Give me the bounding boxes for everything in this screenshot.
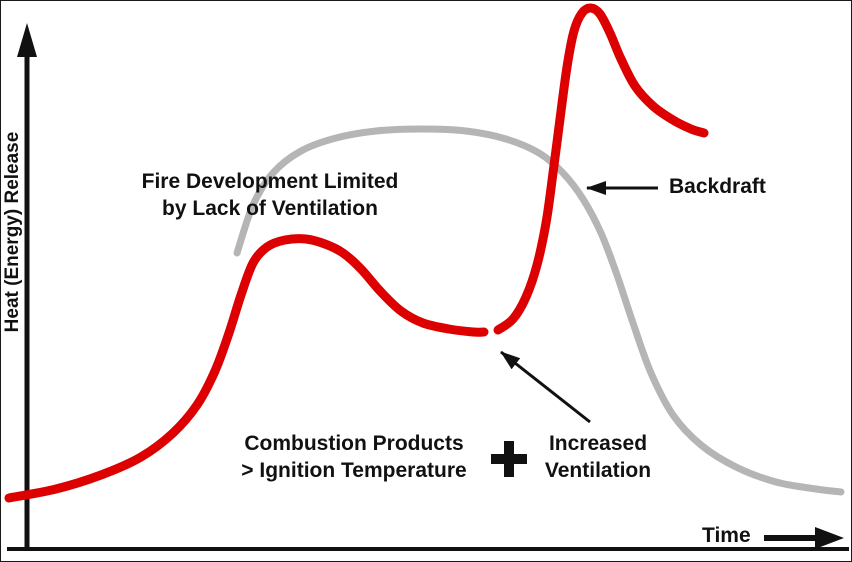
- annotation-increased-ventilation: Increased Ventilation: [545, 430, 651, 484]
- annotation-line: by Lack of Ventilation: [162, 197, 378, 220]
- annotation-line: Combustion Products: [244, 432, 464, 455]
- y-axis-label: Heat (Energy) Release: [2, 131, 23, 333]
- annotation-line: Increased: [548, 432, 648, 455]
- annotation-line: Fire Development Limited: [141, 170, 399, 193]
- annotation-combustion-products: Combustion Products > Ignition Temperatu…: [241, 430, 466, 484]
- annotation-line: Ventilation: [544, 459, 652, 482]
- annotation-ventilation-limited: Fire Development Limited by Lack of Vent…: [142, 168, 399, 222]
- annotation-line: > Ignition Temperature: [241, 459, 467, 482]
- plus-icon: [491, 441, 527, 477]
- annotation-backdraft: Backdraft: [669, 175, 766, 198]
- x-axis-label: Time: [702, 524, 751, 547]
